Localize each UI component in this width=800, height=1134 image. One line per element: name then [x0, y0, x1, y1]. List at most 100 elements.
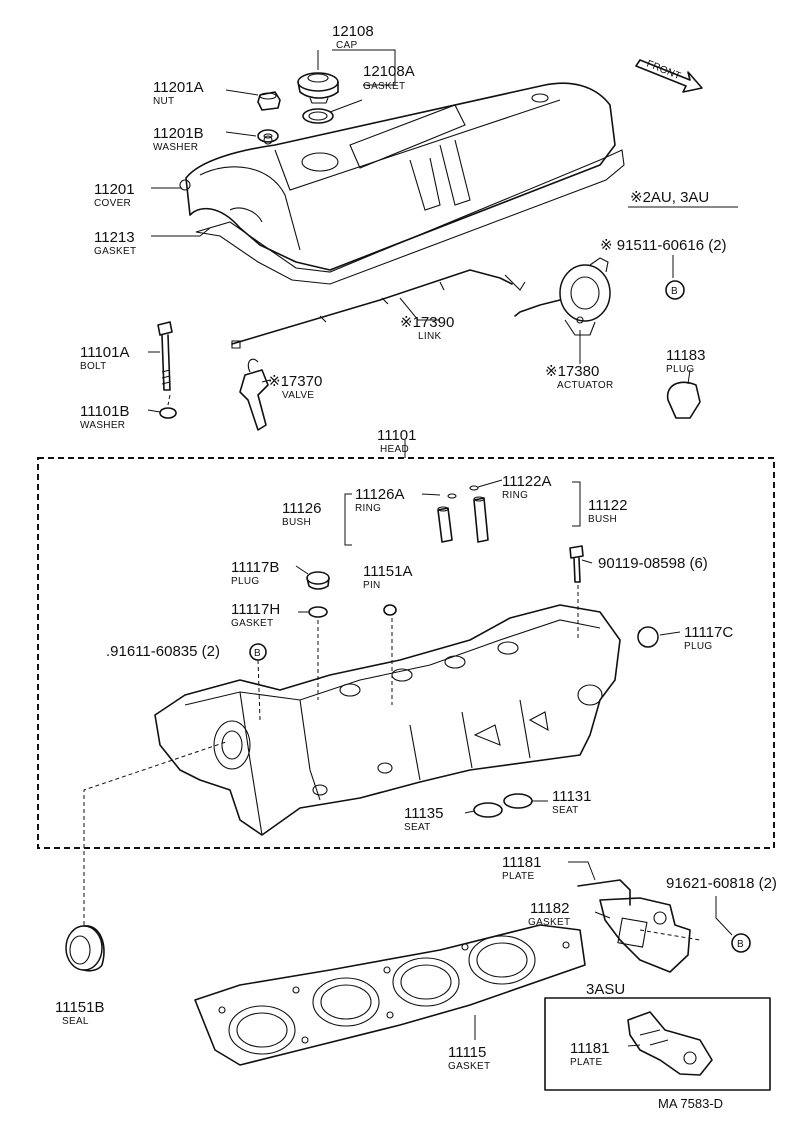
label-11183-number: 11183: [666, 347, 706, 364]
label-11126-number: 11126: [282, 500, 322, 517]
label-11122a-number: 11122A: [502, 473, 552, 490]
part-labels: 12108 CAP 12108A GASKET 11201A NUT 11201…: [55, 23, 777, 1072]
inset-label: 3ASU: [586, 981, 625, 998]
label-11201b-number: 11201B: [153, 125, 204, 142]
label-11201a-name: NUT: [153, 96, 174, 107]
label-11182-name: GASKET: [528, 917, 570, 928]
label-90119-number: 90119-08598 (6): [598, 555, 708, 572]
label-11182-number: 11182: [530, 900, 570, 917]
actuator-drawing: [514, 257, 611, 336]
valve-cover-drawing: [179, 82, 625, 285]
label-11213-number: 11213: [94, 229, 135, 246]
label-17370-number: ※17370: [268, 373, 322, 390]
label-11101a-name: BOLT: [80, 361, 107, 372]
cylinder-head-drawing: [154, 604, 621, 836]
label-11115-name: GASKET: [448, 1061, 490, 1072]
label-17370-name: VALVE: [282, 390, 314, 401]
label-17390-name: LINK: [418, 331, 441, 342]
ref-circle-b-1: B: [665, 280, 685, 300]
label-11151a-number: 11151A: [363, 563, 413, 580]
bolt-drawing: [157, 321, 173, 391]
label-11117b-number: 11117B: [231, 559, 279, 576]
label-11122-number: 11122: [588, 497, 628, 514]
bolt-washer-drawing: [159, 407, 177, 419]
svg-text:B: B: [254, 648, 261, 659]
label-11131-number: 11131: [552, 788, 592, 805]
label-12108a-number: 12108A: [363, 63, 415, 80]
leader-lines: [147, 49, 733, 1047]
washer-drawing: [257, 129, 279, 143]
label-91611-number: .91611-60835 (2): [106, 643, 220, 660]
label-11122a-name: RING: [502, 490, 528, 501]
label-11151b-number: 11151B: [55, 999, 105, 1016]
oil-seal-drawing: [65, 925, 105, 972]
label-11201b-name: WASHER: [153, 142, 198, 153]
label-11117h-number: 11117H: [231, 601, 280, 618]
label-11181b-number: 11181: [570, 1040, 610, 1057]
label-17390-number: ※17390: [400, 314, 454, 331]
head-dashed-frame: [37, 457, 775, 849]
label-11183-name: PLUG: [666, 364, 694, 375]
head-bolt-drawing: [569, 545, 584, 583]
label-12108-number: 12108: [332, 23, 374, 40]
plate-drawing: [577, 879, 691, 973]
inset-plate-drawing: [627, 1011, 713, 1076]
svg-text:B: B: [671, 286, 678, 297]
alignment-dashes: [83, 394, 701, 941]
label-11181-name: PLATE: [502, 871, 534, 882]
link-drawing: [231, 269, 526, 349]
inset-frame: [544, 997, 771, 1091]
label-11101b-name: WASHER: [80, 420, 125, 431]
plug-11117b-drawing: [306, 571, 330, 590]
plug-11117c-drawing: [637, 626, 659, 648]
label-11181-number: 11181: [502, 854, 542, 871]
label-11101a-number: 11101A: [80, 344, 130, 361]
label-11117b-name: PLUG: [231, 576, 259, 587]
ref-circle-b-2: B: [249, 643, 267, 661]
label-11126a-name: RING: [355, 503, 381, 514]
label-11101-name: HEAD: [380, 444, 409, 455]
label-12108-name: CAP: [336, 40, 357, 51]
footer-code: MA 7583-D: [658, 1096, 723, 1111]
label-17380-number: ※17380: [545, 363, 599, 380]
label-11201-number: 11201: [94, 181, 135, 198]
label-91621-number: 91621-60818 (2): [666, 875, 777, 892]
ref-circle-b-3: B: [731, 933, 751, 953]
nut-drawing: [257, 91, 281, 111]
bush-drawing: [437, 485, 489, 543]
label-12108a-name: GASKET: [363, 81, 405, 92]
plug-11183-drawing: [666, 381, 701, 419]
svg-text:B: B: [737, 939, 744, 950]
pin-drawing: [383, 604, 397, 616]
label-11201-name: COVER: [94, 198, 131, 209]
label-17380-name: ACTUATOR: [557, 380, 613, 391]
label-11135-number: 11135: [404, 805, 444, 822]
label-11117c-name: PLUG: [684, 641, 712, 652]
label-11126-name: BUSH: [282, 517, 311, 528]
label-11181b-name: PLATE: [570, 1057, 602, 1068]
valve-seat-drawing: [473, 793, 533, 818]
label-11151b-name: SEAL: [62, 1016, 89, 1027]
vsv-valve-drawing: [239, 358, 269, 431]
label-11117h-name: GASKET: [231, 618, 273, 629]
plug-gasket-drawing: [308, 606, 328, 618]
label-91511-number: ※ 91511-60616 (2): [600, 237, 727, 254]
label-11151a-name: PIN: [363, 580, 381, 591]
cap-gasket-drawing: [302, 108, 334, 124]
front-label: FRONT: [645, 59, 682, 83]
head-gasket-drawing: [194, 924, 586, 1066]
label-11126a-number: 11126A: [355, 486, 405, 503]
front-arrow-icon: FRONT: [635, 59, 703, 93]
model-note: ※2AU, 3AU: [630, 189, 709, 206]
label-11122-name: BUSH: [588, 514, 617, 525]
label-11117c-number: 11117C: [684, 624, 733, 641]
label-11131-name: SEAT: [552, 805, 579, 816]
label-11135-name: SEAT: [404, 822, 431, 833]
label-11201a-number: 11201A: [153, 79, 204, 96]
label-11101b-number: 11101B: [80, 403, 130, 420]
cap-drawing: [297, 72, 339, 104]
label-11115-number: 11115: [448, 1044, 486, 1061]
label-11213-name: GASKET: [94, 246, 136, 257]
label-11101-number: 11101: [377, 427, 417, 444]
